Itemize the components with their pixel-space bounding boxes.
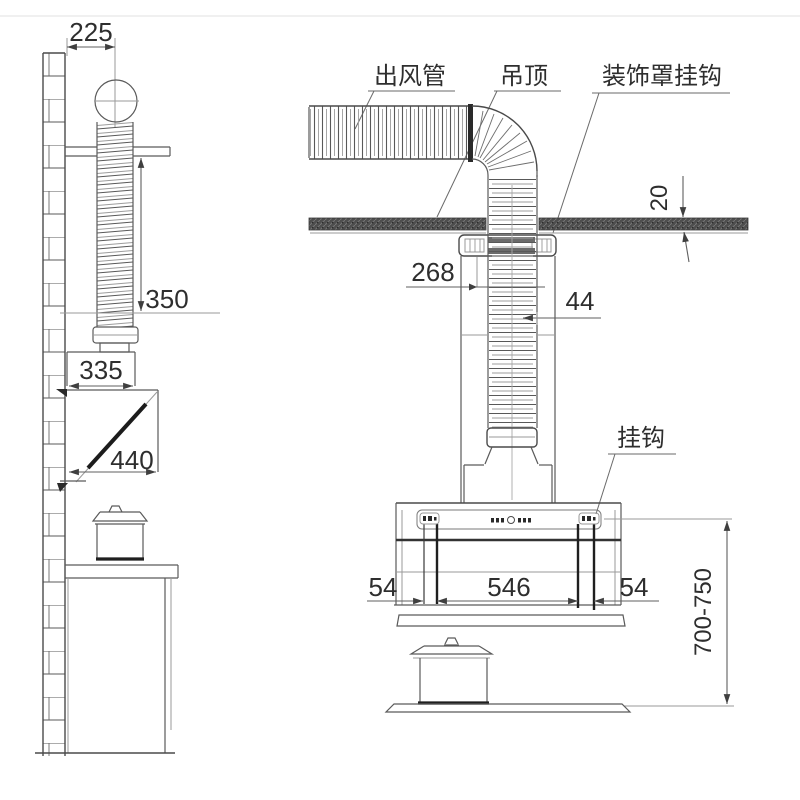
- ceiling-slab: [308, 217, 749, 234]
- label-cover-hook: 装饰罩挂钩: [552, 63, 730, 234]
- dim-20: 20: [646, 176, 690, 263]
- flex-duct-vertical: [487, 175, 538, 500]
- dim-44: 44: [523, 286, 601, 325]
- dim-440-label: 440: [110, 445, 153, 475]
- duct-outlet-circle: [94, 79, 139, 123]
- flex-duct-side: [96, 122, 134, 327]
- hood-side: 440: [56, 389, 159, 492]
- dim-54-right-label: 54: [620, 572, 649, 602]
- dim-268-label: 268: [411, 257, 454, 287]
- dim-44-label: 44: [566, 286, 595, 316]
- left-view: 225 350: [35, 17, 220, 756]
- dim-546-label: 546: [487, 572, 530, 602]
- dim-268: 268: [406, 257, 545, 291]
- dim-350-label: 350: [145, 284, 188, 314]
- pot-front: [408, 637, 495, 705]
- dim-54-left-label: 54: [369, 572, 398, 602]
- dim-335-label: 335: [79, 355, 122, 385]
- dim-225: 225: [66, 17, 116, 128]
- dim-20-label: 20: [646, 185, 673, 212]
- cover-hook-text: 装饰罩挂钩: [602, 63, 722, 90]
- pot-side: [91, 505, 149, 561]
- hood-chamber: [463, 464, 553, 503]
- dim-bottom-row: 54 546 54: [367, 572, 659, 605]
- wall-section: [42, 52, 66, 756]
- control-buttons: [491, 516, 531, 524]
- right-view: 出风管 吊顶 装饰罩挂钩 挂钩: [308, 63, 749, 713]
- label-outlet-pipe: 出风管: [354, 63, 455, 130]
- hook-left: [419, 512, 440, 525]
- dim-225-label: 225: [69, 17, 112, 47]
- duct-collar-side: [92, 326, 139, 353]
- duct-elbow: [471, 105, 538, 177]
- outlet-pipe-text: 出风管: [374, 63, 446, 90]
- counter-cabinet-side: [35, 564, 179, 754]
- dim-700-750: 700-750: [604, 518, 734, 707]
- dim-700-750-label: 700-750: [690, 568, 717, 656]
- dim-335: 335: [66, 351, 136, 390]
- decorative-cover: [460, 256, 556, 503]
- hook-right: [578, 512, 600, 525]
- label-hook: 挂钩: [595, 425, 676, 515]
- ceiling-text: 吊顶: [500, 63, 548, 90]
- countertop-front: [384, 703, 632, 713]
- shelf: [65, 146, 171, 157]
- hood-front: [394, 502, 626, 627]
- flex-duct-horizontal: [308, 104, 473, 162]
- hook-text: 挂钩: [617, 425, 665, 452]
- duct-collar-front: [484, 427, 539, 465]
- dim-350: 350: [60, 158, 220, 314]
